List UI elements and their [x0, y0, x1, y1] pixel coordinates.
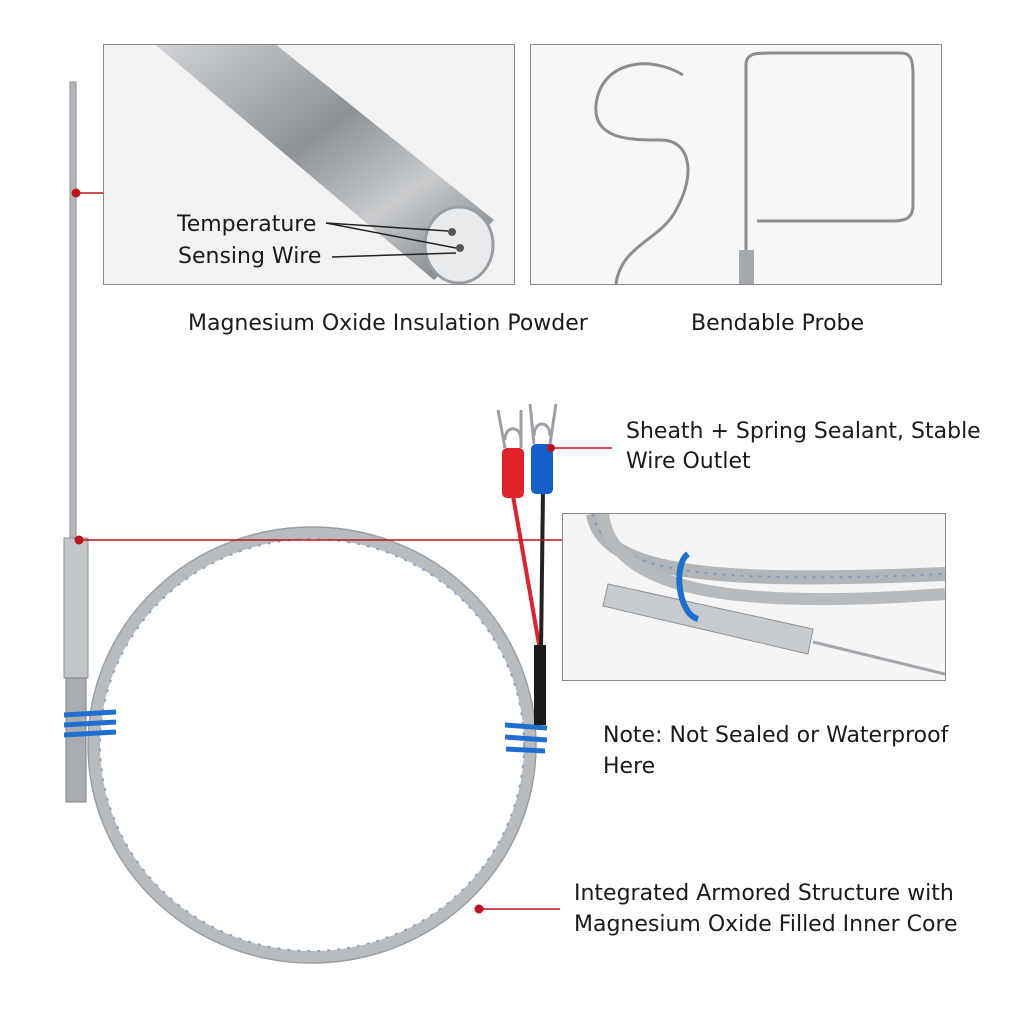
sensing-wire-callout-label: Sensing Wire: [178, 244, 322, 269]
sleeve-closeup-panel: [562, 513, 946, 681]
blue-binding-left: [63, 709, 117, 738]
blue-terminal: [531, 444, 553, 494]
callout-dot-sleeve: [74, 535, 84, 545]
insulation-caption: Magnesium Oxide Insulation Powder: [188, 311, 588, 336]
blue-fork-lug: [528, 403, 558, 445]
black-lead-wire: [539, 489, 545, 651]
bendable-probe-panel: [530, 44, 942, 285]
bent-probe-illustration: [594, 51, 915, 284]
temperature-callout-label: Temperature: [177, 212, 317, 237]
spring: [65, 677, 87, 803]
red-fork-lug: [496, 409, 523, 449]
armored-cable-coil: [88, 527, 536, 963]
red-terminal: [502, 448, 524, 498]
callout-dot-probe: [71, 188, 81, 198]
probe-rod: [69, 81, 77, 543]
sheath-annotation-line1: Sheath + Spring Sealant, Stable: [626, 419, 981, 444]
red-lead-wire: [510, 489, 542, 651]
sheath-annotation-line2: Wire Outlet: [626, 449, 751, 474]
callout-dot-terminal: [547, 444, 555, 452]
heat-shrink-sleeve: [534, 645, 546, 725]
callout-lines: [76, 192, 612, 910]
probe-cross-section-illustration: [155, 45, 495, 284]
bendable-caption: Bendable Probe: [691, 311, 865, 336]
probe-sleeve: [63, 537, 89, 679]
armored-annotation-line2: Magnesium Oxide Filled Inner Core: [574, 912, 958, 937]
sleeve-closeup-illustration: [586, 514, 945, 676]
note-annotation-line2: Here: [603, 754, 656, 779]
armored-annotation-line1: Integrated Armored Structure with: [574, 881, 954, 906]
blue-binding-right: [504, 722, 548, 754]
callout-dot-cable: [474, 904, 484, 914]
insulation-closeup-panel: Temperature Sensing Wire: [103, 44, 515, 285]
note-annotation-line1: Note: Not Sealed or Waterproof: [603, 723, 949, 748]
